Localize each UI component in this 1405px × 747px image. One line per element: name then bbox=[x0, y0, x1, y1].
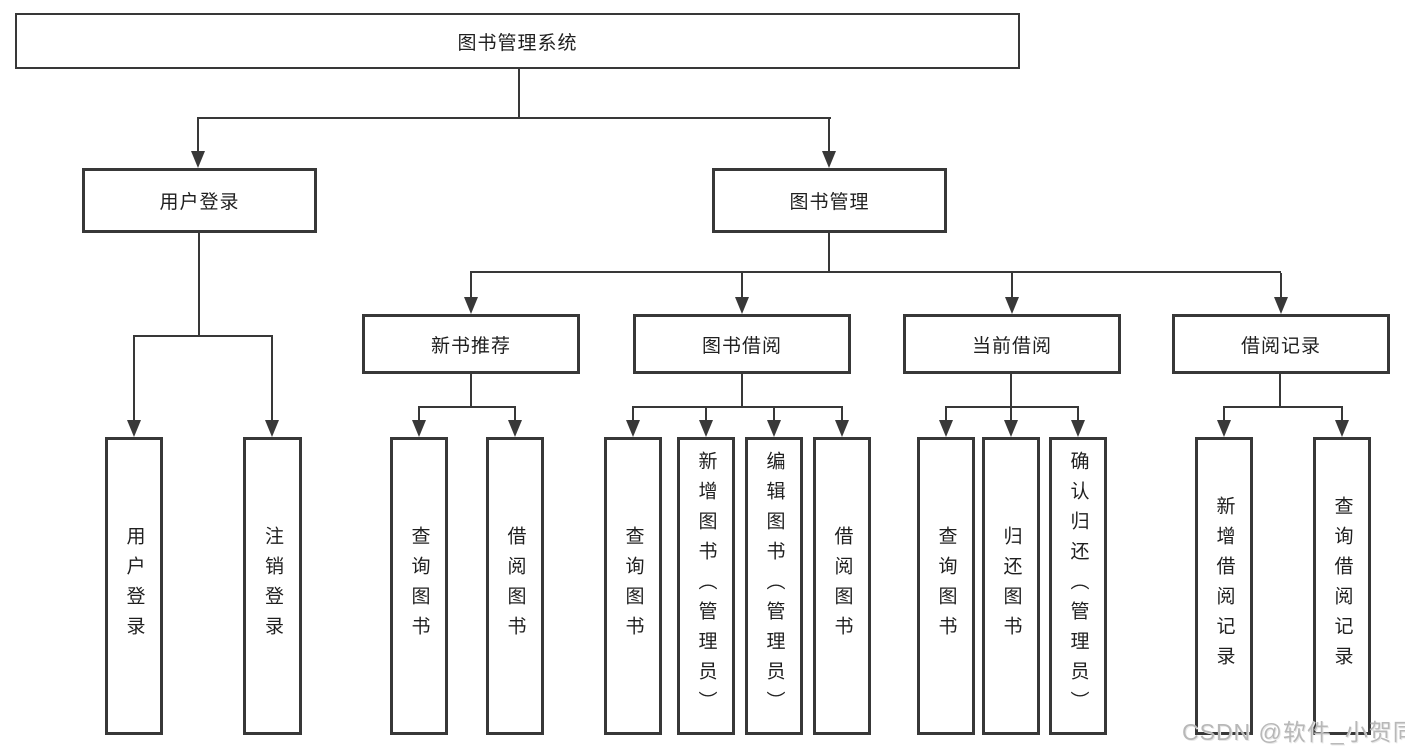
node-new-book-recommend: 新书推荐 bbox=[362, 314, 580, 374]
arrow-groupC-3 bbox=[1071, 407, 1085, 437]
connector-groupC-stub bbox=[1010, 374, 1012, 407]
leaf-user-login-label: 用户登录 bbox=[123, 526, 145, 646]
node-current-borrow-label: 当前借阅 bbox=[971, 335, 1052, 357]
leaf-borrow-query-books: 查询图书 bbox=[604, 437, 662, 735]
node-borrow-records: 借阅记录 bbox=[1172, 314, 1390, 374]
leaf-user-login: 用户登录 bbox=[105, 437, 163, 735]
leaf-borrow-books-label: 借阅图书 bbox=[831, 526, 853, 646]
node-current-borrow: 当前借阅 bbox=[903, 314, 1121, 374]
node-new-book-recommend-label: 新书推荐 bbox=[430, 335, 511, 357]
leaf-add-books-admin-label: 新增图书（管理员） bbox=[695, 451, 717, 721]
arrow-groupB-3 bbox=[767, 407, 781, 437]
leaf-query-borrow-record-label: 查询借阅记录 bbox=[1331, 496, 1353, 676]
arrow-to-book-borrow bbox=[735, 273, 749, 314]
node-book-borrow-label: 图书借阅 bbox=[701, 335, 782, 357]
arrow-groupC-2 bbox=[1004, 407, 1018, 437]
leaf-current-query-books-label: 查询图书 bbox=[935, 526, 957, 646]
leaf-confirm-return-admin: 确认归还（管理员） bbox=[1049, 437, 1107, 735]
leaf-logout: 注销登录 bbox=[243, 437, 302, 735]
node-book-borrow: 图书借阅 bbox=[633, 314, 851, 374]
leaf-add-borrow-record-label: 新增借阅记录 bbox=[1213, 496, 1235, 676]
leaf-add-books-admin: 新增图书（管理员） bbox=[677, 437, 735, 735]
leaf-add-borrow-record: 新增借阅记录 bbox=[1195, 437, 1253, 735]
leaf-edit-books-admin: 编辑图书（管理员） bbox=[745, 437, 803, 735]
leaf-recommend-borrow-books-label: 借阅图书 bbox=[504, 526, 526, 646]
leaf-query-borrow-record: 查询借阅记录 bbox=[1313, 437, 1371, 735]
arrow-groupB-4 bbox=[835, 407, 849, 437]
node-borrow-records-label: 借阅记录 bbox=[1240, 335, 1321, 357]
arrow-groupA-2 bbox=[508, 407, 522, 437]
connector-groupA-stub bbox=[470, 374, 472, 407]
node-book-management: 图书管理 bbox=[712, 168, 947, 233]
leaf-borrow-query-books-label: 查询图书 bbox=[622, 526, 644, 646]
arrow-to-new-book-recommend bbox=[464, 273, 478, 314]
leaf-recommend-query-books-label: 查询图书 bbox=[408, 526, 430, 646]
arrow-to-user-login bbox=[191, 118, 205, 168]
arrow-groupB-2 bbox=[699, 407, 713, 437]
leaf-recommend-query-books: 查询图书 bbox=[390, 437, 448, 735]
connector-groupA-hline bbox=[418, 406, 516, 408]
arrow-groupD-1 bbox=[1217, 407, 1231, 437]
leaf-recommend-borrow-books: 借阅图书 bbox=[486, 437, 544, 735]
connector-groupD-hline bbox=[1223, 406, 1343, 408]
node-book-management-label: 图书管理 bbox=[789, 192, 870, 213]
arrow-to-leaf-logout bbox=[265, 336, 279, 437]
arrow-to-leaf-login bbox=[127, 336, 141, 437]
connector-user-login-stub bbox=[198, 233, 200, 336]
connector-root-stub bbox=[518, 68, 520, 118]
node-user-login-label: 用户登录 bbox=[159, 192, 240, 213]
arrow-groupD-2 bbox=[1335, 407, 1349, 437]
connector-groupC-hline bbox=[945, 406, 1079, 408]
arrow-groupB-1 bbox=[626, 407, 640, 437]
watermark: CSDN @软件_小贺同学 bbox=[1182, 719, 1405, 745]
arrow-groupA-1 bbox=[412, 407, 426, 437]
connector-groupB-hline bbox=[632, 406, 843, 408]
connector-groupB-stub bbox=[741, 374, 743, 407]
leaf-return-books: 归还图书 bbox=[982, 437, 1040, 735]
connector-groupD-stub bbox=[1279, 374, 1281, 407]
leaf-confirm-return-admin-label: 确认归还（管理员） bbox=[1067, 451, 1089, 721]
connector-book-mgmt-stub bbox=[828, 233, 830, 272]
leaf-edit-books-admin-label: 编辑图书（管理员） bbox=[763, 451, 785, 721]
arrow-to-borrow-records bbox=[1274, 273, 1288, 314]
arrow-groupC-1 bbox=[939, 407, 953, 437]
leaf-logout-label: 注销登录 bbox=[262, 526, 283, 646]
connector-user-login-hline bbox=[133, 335, 273, 337]
arrow-to-book-management bbox=[822, 118, 836, 168]
arrow-to-current-borrow bbox=[1005, 273, 1019, 314]
connector-book-mgmt-hline bbox=[470, 271, 1281, 273]
node-root-label: 图书管理系统 bbox=[457, 32, 578, 54]
node-user-login: 用户登录 bbox=[82, 168, 317, 233]
leaf-current-query-books: 查询图书 bbox=[917, 437, 975, 735]
node-root: 图书管理系统 bbox=[15, 13, 1020, 69]
leaf-return-books-label: 归还图书 bbox=[1000, 526, 1022, 646]
leaf-borrow-books: 借阅图书 bbox=[813, 437, 871, 735]
connector-root-hline bbox=[197, 117, 831, 119]
